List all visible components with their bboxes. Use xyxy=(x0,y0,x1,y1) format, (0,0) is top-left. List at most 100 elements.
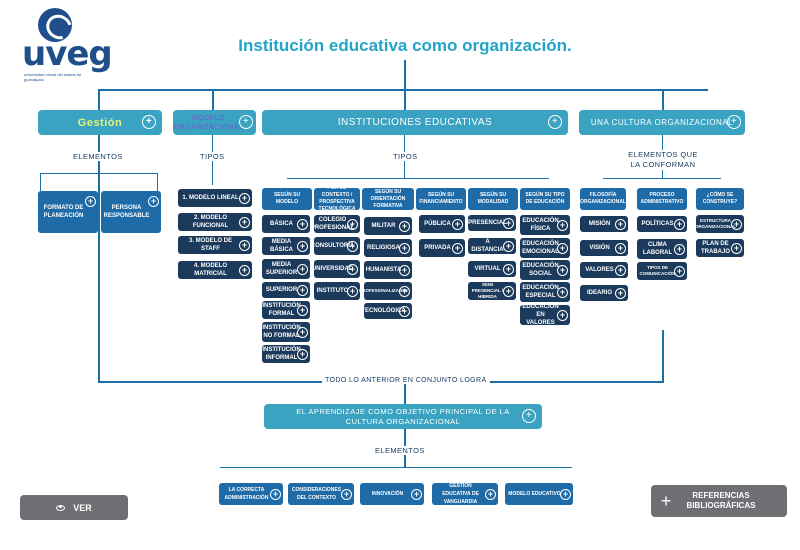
inst-item[interactable]: EDUCACIÓN EN VALORES+ xyxy=(520,304,570,326)
inst-item[interactable]: PÚBLICA+ xyxy=(419,215,465,233)
inst-item[interactable]: COLEGIO PROFESIONAL+ xyxy=(311,215,360,233)
plus-icon[interactable]: + xyxy=(341,488,352,500)
gestion-bar[interactable]: Gestión + xyxy=(38,110,162,135)
plus-icon[interactable]: + xyxy=(452,218,463,230)
inst-item[interactable]: EDUCACIÓN ESPECIAL+ xyxy=(520,282,570,302)
plus-icon[interactable]: + xyxy=(615,218,626,230)
modelo-item[interactable]: 3. MODELO DE STAFF+ xyxy=(178,236,252,254)
cultura-item[interactable]: POLÍTICAS+ xyxy=(637,216,687,232)
cultura-item[interactable]: CLIMA LABORAL+ xyxy=(637,239,687,259)
inst-item[interactable]: UNIVERSIDAD+ xyxy=(312,260,360,278)
plus-icon[interactable]: + xyxy=(503,240,514,252)
plus-icon[interactable]: + xyxy=(297,326,308,338)
cultura-bar[interactable]: UNA CULTURA ORGANIZACIONAL + xyxy=(579,110,745,135)
plus-icon[interactable]: + xyxy=(503,285,514,297)
inst-item[interactable]: SUPERIOR+ xyxy=(262,282,310,298)
instituciones-bar[interactable]: INSTITUCIONES EDUCATIVAS + xyxy=(262,110,568,135)
plus-icon[interactable]: + xyxy=(297,348,308,360)
plus-icon[interactable]: + xyxy=(557,219,568,231)
inst-item[interactable]: PRESENCIAL+ xyxy=(468,215,516,231)
cultura-item[interactable]: PLAN DE TRABAJO+ xyxy=(696,239,744,257)
modelo-item[interactable]: 1. MODELO LINEAL+ xyxy=(178,189,252,207)
plus-icon[interactable]: + xyxy=(148,195,159,207)
inst-item[interactable]: SEMI PRESENCIAL / HÍBRIDA+ xyxy=(468,282,516,300)
gestion-item[interactable]: PERSONA RESPONSABLE + xyxy=(101,191,161,233)
referencias-button[interactable]: + REFERENCIAS BIBLIOGRÁFICAS xyxy=(651,485,787,517)
inst-item[interactable]: INSTITUCIÓN NO FORMAL+ xyxy=(262,322,310,342)
plus-icon[interactable]: + xyxy=(399,285,410,297)
inst-item[interactable]: EDUCACIÓN EMOCIONAL+ xyxy=(520,238,570,258)
plus-icon[interactable]: + xyxy=(674,218,685,230)
cultura-item[interactable]: MISIÓN+ xyxy=(580,216,628,232)
plus-icon[interactable]: + xyxy=(85,195,96,207)
plus-icon[interactable]: + xyxy=(452,242,463,254)
plus-icon[interactable]: + xyxy=(548,115,562,129)
cultura-item[interactable]: ESTRUCTURA ORGANIZACIONAL+ xyxy=(695,215,744,233)
plus-icon[interactable]: + xyxy=(557,286,568,298)
plus-icon[interactable]: + xyxy=(142,115,156,129)
bottom-item[interactable]: CONSIDERACIONES DEL CONTEXTO+ xyxy=(288,483,354,505)
inst-item[interactable]: CONSULTORÍA+ xyxy=(311,237,360,255)
plus-icon[interactable]: + xyxy=(557,309,568,321)
plus-icon[interactable]: + xyxy=(297,218,308,230)
aprendizaje-bar[interactable]: EL APRENDIZAJE COMO OBJETIVO PRINCIPAL D… xyxy=(264,404,542,429)
plus-icon[interactable]: + xyxy=(485,488,496,500)
plus-icon[interactable]: + xyxy=(411,488,422,500)
plus-icon[interactable]: + xyxy=(347,263,358,275)
plus-icon[interactable]: + xyxy=(399,264,410,276)
inst-item[interactable]: MEDIA BÁSICA+ xyxy=(262,237,310,255)
inst-item[interactable]: EDUCACIÓN FÍSICA+ xyxy=(520,215,570,235)
plus-icon[interactable]: + xyxy=(399,242,410,254)
inst-item[interactable]: PRIVADA+ xyxy=(419,239,465,257)
inst-item[interactable]: INSTITUCIÓN FORMAL+ xyxy=(262,301,310,319)
plus-icon[interactable]: + xyxy=(297,240,308,252)
plus-icon[interactable]: + xyxy=(239,239,250,251)
plus-icon[interactable]: + xyxy=(347,285,358,297)
plus-icon[interactable]: + xyxy=(727,115,741,129)
plus-icon[interactable]: + xyxy=(557,242,568,254)
plus-icon[interactable]: + xyxy=(297,304,308,316)
plus-icon[interactable]: + xyxy=(615,264,626,276)
inst-item[interactable]: TECNOLÓGICA+ xyxy=(361,303,412,319)
bottom-item[interactable]: LA CORRECTA ADMINISTRACIÓN+ xyxy=(219,483,283,505)
gestion-item[interactable]: FORMATO DE PLANEACIÓN + xyxy=(38,191,98,233)
plus-icon[interactable]: + xyxy=(347,240,358,252)
plus-icon[interactable]: + xyxy=(522,409,536,423)
plus-icon[interactable]: + xyxy=(297,284,308,296)
plus-icon[interactable]: + xyxy=(557,264,568,276)
plus-icon[interactable]: + xyxy=(615,242,626,254)
plus-icon[interactable]: + xyxy=(347,218,358,230)
modelo-item[interactable]: 2. MODELO FUNCIONAL+ xyxy=(178,213,252,231)
plus-icon[interactable]: + xyxy=(503,217,514,229)
inst-item[interactable]: EDUCACIÓN SOCIAL+ xyxy=(520,260,570,280)
cultura-item[interactable]: TIPOS DE COMUNICACIÓN+ xyxy=(637,262,687,280)
modelo-bar[interactable]: MODELO ORGANIZACIONAL + xyxy=(173,110,256,135)
plus-icon[interactable]: + xyxy=(399,305,410,317)
inst-item[interactable]: INSTITUTO+ xyxy=(314,282,360,300)
plus-icon[interactable]: + xyxy=(297,263,308,275)
ver-button[interactable]: VER xyxy=(20,495,128,520)
plus-icon[interactable]: + xyxy=(239,192,250,204)
plus-icon[interactable]: + xyxy=(399,220,410,232)
bottom-item[interactable]: GESTIÓN EDUCATIVA DE VANGUARDIA+ xyxy=(432,483,498,505)
plus-icon[interactable]: + xyxy=(503,263,514,275)
plus-icon[interactable]: + xyxy=(560,488,571,500)
cultura-item[interactable]: VISIÓN+ xyxy=(580,240,628,256)
plus-icon[interactable]: + xyxy=(615,287,626,299)
plus-icon[interactable]: + xyxy=(674,265,685,277)
cultura-item[interactable]: VALORES+ xyxy=(580,262,628,278)
inst-item[interactable]: RELIGIOSA+ xyxy=(364,239,412,257)
inst-item[interactable]: BÁSICA+ xyxy=(262,215,310,233)
plus-icon[interactable]: + xyxy=(239,264,250,276)
plus-icon[interactable]: + xyxy=(239,216,250,228)
plus-icon[interactable]: + xyxy=(731,242,742,254)
inst-item[interactable]: PROFESIONALIZANTE+ xyxy=(359,282,412,300)
bottom-item[interactable]: INNOVACIÓN+ xyxy=(360,483,424,505)
cultura-item[interactable]: IDEARIO+ xyxy=(580,285,628,301)
plus-icon[interactable]: + xyxy=(270,488,281,500)
inst-item[interactable]: INSTITUCIÓN INFORMAL+ xyxy=(262,345,310,363)
bottom-item[interactable]: MODELO EDUCATIVO+ xyxy=(505,483,573,505)
plus-icon[interactable]: + xyxy=(731,218,742,230)
inst-item[interactable]: MEDIA SUPERIOR+ xyxy=(262,259,310,279)
inst-item[interactable]: HUMANISTA+ xyxy=(364,261,412,279)
